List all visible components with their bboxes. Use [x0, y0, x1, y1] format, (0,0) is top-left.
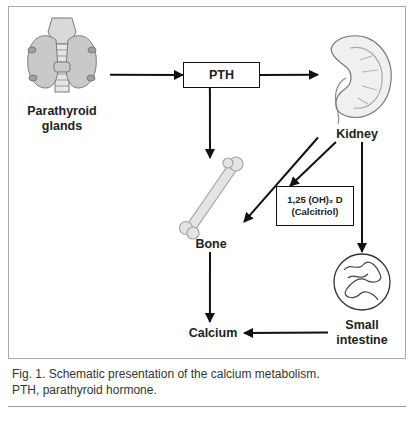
- parathyroid-node: Parathyroid glands: [14, 18, 110, 134]
- bone-shaft: [192, 168, 232, 226]
- node-label: (Calcitriol): [292, 206, 339, 218]
- figure-frame: [9, 7, 406, 359]
- bone-shaft-outline: [192, 168, 232, 226]
- arrow-connector: [260, 74, 318, 76]
- parathyroid-gland: [87, 75, 95, 81]
- node-label: 1,25 (OH)₂ D: [287, 194, 342, 206]
- node-label: Calcium: [189, 326, 238, 341]
- node-label: Bone: [195, 237, 226, 252]
- intestine-node: Small intestine: [328, 252, 396, 348]
- caption-rule: [8, 406, 406, 407]
- arrow-connector: [209, 88, 211, 158]
- node-label: PTH: [209, 68, 234, 83]
- arrow-connector: [209, 252, 211, 322]
- parathyroid-gland: [28, 47, 36, 53]
- intestine-circle: [334, 254, 390, 310]
- calcitriol-box: 1,25 (OH)₂ D(Calcitriol): [276, 186, 354, 226]
- parathyroid-gland: [29, 75, 37, 81]
- thyroid-lobe: [28, 36, 58, 88]
- arrow-connector: [244, 332, 328, 334]
- kidney-outline: [331, 36, 391, 118]
- arrow-connector: [361, 142, 363, 252]
- bone-node: Bone: [178, 158, 244, 252]
- kidney-node: Kidney: [318, 30, 396, 142]
- figure-caption: Fig. 1. Schematic presentation of the ca…: [12, 366, 334, 398]
- hormone-box: PTH: [183, 62, 260, 88]
- node-label: Kidney: [336, 127, 378, 142]
- intestine-illustration: [334, 254, 390, 310]
- ureter: [335, 78, 346, 124]
- node-label: Small intestine: [328, 318, 396, 348]
- thyroid-lobe: [66, 36, 96, 88]
- arrow-connector: [110, 74, 183, 76]
- arrow-connector: [290, 142, 336, 186]
- kidney-pyramids: [358, 56, 378, 104]
- thyroid-illustration: [28, 18, 97, 92]
- bone-trochanter: [223, 158, 233, 168]
- calcium-node: Calcium: [182, 322, 244, 344]
- kidney-illustration: [331, 36, 391, 124]
- bone-illustration: [180, 157, 244, 239]
- intestine-loops: [344, 262, 381, 300]
- thyroid-isthmus: [54, 62, 70, 72]
- kidney-cortex: [350, 47, 382, 108]
- parathyroid-gland: [88, 47, 96, 53]
- node-label: Parathyroid glands: [14, 104, 110, 134]
